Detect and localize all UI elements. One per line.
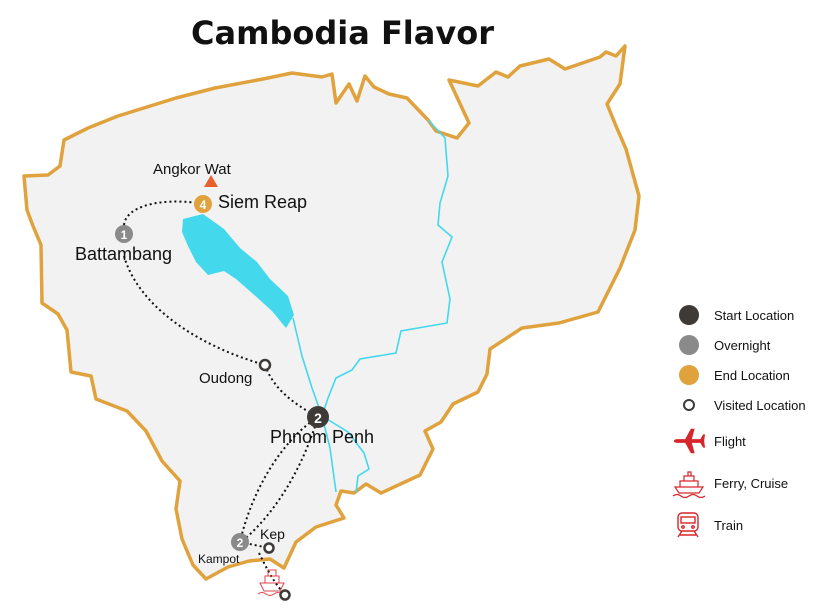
phnom-penh-badge: 2 (314, 410, 322, 426)
mekong-lower (321, 415, 370, 494)
map-title: Cambodia Flavor (191, 14, 494, 52)
siem-reap-label: Siem Reap (218, 192, 307, 212)
kampot-marker (231, 533, 249, 551)
legend-label: Visited Location (714, 397, 806, 413)
rivers (292, 119, 453, 494)
phnom-penh-marker (307, 406, 329, 428)
battambang-label: Battambang (75, 244, 172, 264)
kampot-label: Kampot (198, 552, 240, 566)
ship-icon (672, 471, 706, 498)
oudong-label: Oudong (199, 370, 252, 387)
mekong-upper (321, 119, 453, 417)
tonle-sap-lake (182, 214, 294, 328)
legend-label: Flight (714, 433, 746, 449)
routes (123, 200, 319, 596)
legend-item-ferry: Ferry, Cruise (672, 462, 832, 504)
legend-item-flight: Flight (672, 420, 832, 462)
legend-label: End Location (714, 367, 790, 383)
island-marker (279, 589, 291, 601)
kampot-badge: 2 (237, 536, 244, 550)
siem-reap-badge: 4 (200, 198, 207, 212)
kep-label: Kep (260, 526, 285, 542)
angkor-wat-label: Angkor Wat (153, 161, 232, 178)
oudong-marker (258, 358, 272, 372)
phnom-penh-label: Phnom Penh (270, 427, 374, 447)
battambang-badge: 1 (121, 228, 128, 242)
route-battambang-siem-reap (123, 200, 199, 226)
tonle-sap-river (292, 317, 323, 417)
legend-label: Overnight (714, 337, 771, 353)
legend-item-overnight: Overnight (672, 330, 832, 360)
visited-ring-icon (683, 399, 695, 411)
kep-marker (263, 542, 275, 554)
battambang-marker (115, 225, 133, 243)
legend-label: Ferry, Cruise (714, 475, 789, 491)
plane-icon (673, 428, 706, 454)
legend-label: Start Location (714, 307, 795, 323)
legend: Start Location Overnight End Location Vi… (672, 300, 832, 546)
legend-item-end: End Location (672, 360, 832, 390)
route-phnom-penh-kampot-b (246, 416, 319, 538)
route-phnom-penh-kampot-a (239, 416, 319, 543)
legend-item-start: Start Location (672, 300, 832, 330)
bassac-river (321, 415, 337, 493)
start-dot-icon (679, 305, 699, 325)
angkor-wat-icon (204, 175, 218, 187)
train-icon (677, 512, 699, 538)
overnight-dot-icon (679, 335, 699, 355)
siem-reap-marker (194, 195, 212, 213)
route-oudong-phnom-penh (264, 364, 319, 418)
end-dot-icon (679, 365, 699, 385)
cambodia-outline (22, 44, 641, 581)
legend-item-visited: Visited Location (672, 390, 832, 420)
legend-item-train: Train (672, 504, 832, 546)
legend-label: Train (714, 517, 744, 533)
